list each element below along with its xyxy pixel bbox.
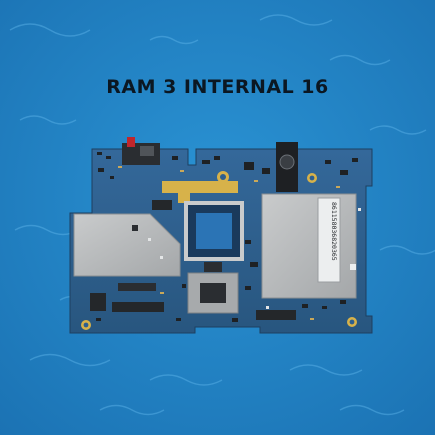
gold-strip bbox=[162, 181, 238, 193]
caption-title: RAM 3 INTERNAL 16 bbox=[106, 76, 329, 98]
flex-connector-1 bbox=[112, 302, 164, 312]
label-sticker-text: 861158036820365 bbox=[330, 202, 338, 261]
logic-board: 861158036820365 bbox=[69, 137, 373, 334]
label-sticker: 861158036820365 bbox=[317, 197, 356, 283]
right-rf-shield bbox=[261, 193, 357, 299]
flex-connector-2 bbox=[256, 310, 296, 320]
left-rf-shield bbox=[73, 213, 181, 277]
